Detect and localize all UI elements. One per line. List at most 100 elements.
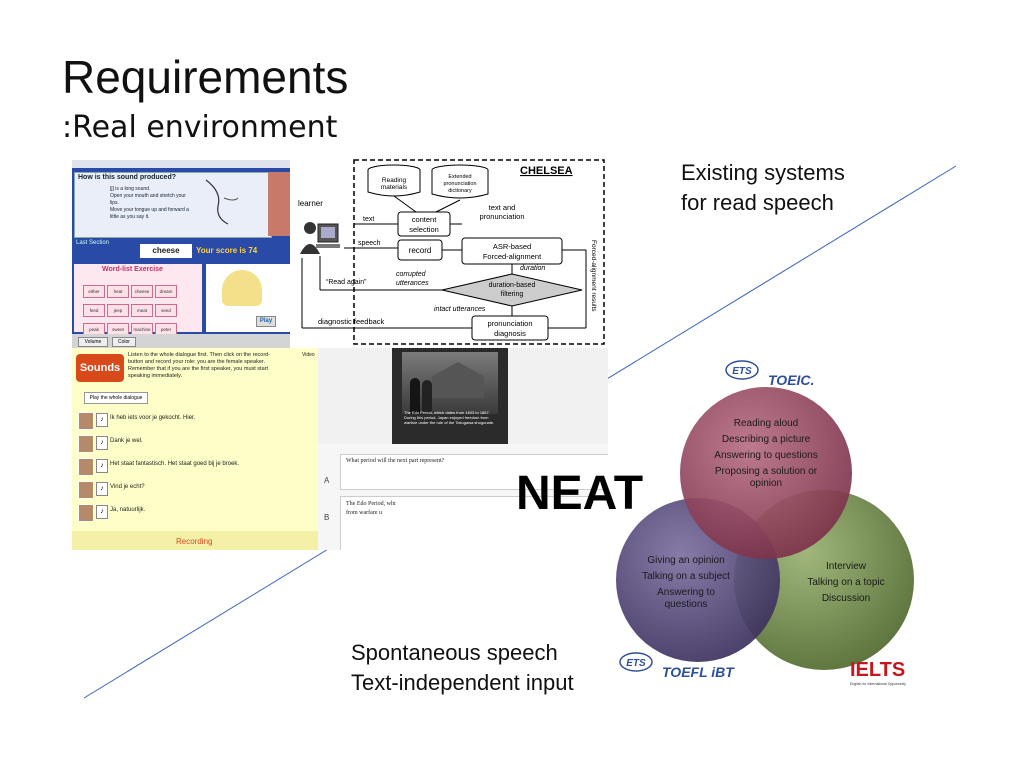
- speaker-avatar: [78, 481, 94, 499]
- answer-b-line-1: The Edo Period, whi: [346, 501, 396, 507]
- instruction-1: [j] is a long sound.: [110, 186, 151, 192]
- toeic-skill-3: Answering to questions: [714, 450, 817, 461]
- recording-status: Recording: [176, 537, 213, 546]
- instructions: [j] is a long sound. Open your mouth and…: [110, 186, 192, 221]
- word-cell[interactable]: seed: [155, 304, 177, 317]
- color-button[interactable]: Color: [112, 337, 136, 347]
- speaker-audio-icon[interactable]: ♪: [96, 413, 108, 427]
- dialogue-lines: ♪Ik heb iets voor je gekocht. Hier.♪Dank…: [78, 410, 308, 525]
- dialogue-line[interactable]: ♪Het staat fantastisch. Het staat goed b…: [78, 456, 308, 478]
- dialogue-text: Ik heb iets voor je gekocht. Hier.: [110, 415, 196, 421]
- read-again-label: “Read again”: [326, 279, 367, 286]
- corrupted-line-1: corrupted: [396, 271, 427, 278]
- speaker-avatar: [78, 412, 94, 430]
- speaker-audio-icon[interactable]: ♪: [96, 482, 108, 496]
- play-button[interactable]: Play: [256, 316, 276, 327]
- spontaneous-line-1: Spontaneous speech: [351, 640, 558, 665]
- dialogue-line[interactable]: ♪Ik heb iets voor je gekocht. Hier.: [78, 410, 308, 432]
- dialogue-line[interactable]: ♪Vind je echt?: [78, 479, 308, 501]
- word-cell[interactable]: jeep: [107, 304, 129, 317]
- dialogue-line[interactable]: ♪Ja, natuurlijk.: [78, 502, 308, 524]
- duration-label: duration: [520, 265, 545, 272]
- filtering-line-2: filtering: [501, 291, 524, 298]
- option-b-label[interactable]: B: [324, 513, 330, 522]
- toefl-skill-4: questions: [665, 599, 708, 610]
- test-venn-diagram: Reading aloud Describing a picture Answe…: [616, 360, 914, 686]
- chelsea-title: CHELSEA: [520, 165, 573, 177]
- score-text: Your score is 74: [196, 246, 258, 255]
- learner-computer-icon: [300, 222, 340, 254]
- chelsea-diagram: CHELSEA Reading materials Extended pronu…: [298, 159, 605, 345]
- neat-label: NEAT: [516, 467, 644, 520]
- reading-materials-line-1: Reading: [382, 177, 407, 184]
- dialogue-line[interactable]: ♪Dank je wel.: [78, 433, 308, 455]
- ielts-skill-1: Interview: [826, 561, 867, 572]
- answer-b-line-2: from warfare u: [346, 510, 382, 516]
- word-cell[interactable]: heat: [107, 285, 129, 298]
- text-pron-line-1: text and: [489, 203, 516, 212]
- dialogue-text: Dank je wel.: [110, 438, 143, 444]
- slide-title: Requirements: [62, 51, 349, 103]
- speaker-audio-icon[interactable]: ♪: [96, 459, 108, 473]
- toefl-wordmark: TOEFL iBT: [662, 664, 735, 680]
- speaker-audio-icon[interactable]: ♪: [96, 505, 108, 519]
- instruction-3: Move your tongue up and forward a little…: [110, 207, 189, 220]
- toeic-skill-5: opinion: [750, 478, 782, 489]
- instruction-2: Open your mouth and stretch your lips.: [110, 193, 186, 206]
- toeic-logo: ETS TOEIC.: [725, 360, 814, 388]
- word-cell[interactable]: cheese: [131, 285, 153, 298]
- corrupted-line-2: utterances: [396, 280, 429, 287]
- filtering-line-1: duration-based: [489, 282, 536, 289]
- dict-line-2: pronunciation: [443, 181, 476, 187]
- volume-button[interactable]: Volume: [78, 337, 108, 347]
- ielts-skill-2: Talking on a topic: [807, 577, 884, 588]
- lips-photo-icon: [268, 172, 290, 236]
- speaker-avatar: [78, 458, 94, 476]
- asr-line-2: Forced-alignment: [483, 252, 542, 261]
- chelsea-frame: [353, 159, 605, 345]
- option-b-answer: The Edo Period, whi from warfare u: [346, 500, 396, 518]
- slide-subtitle: :Real environment: [62, 110, 338, 145]
- ielts-logo: IELTS English for International Opportun…: [850, 659, 906, 686]
- ielts-wordmark: IELTS: [850, 659, 905, 681]
- content-selection-line-2: selection: [409, 225, 439, 234]
- dialogue-text: Ja, natuurlijk.: [110, 507, 146, 513]
- toeic-skill-2: Describing a picture: [722, 434, 811, 445]
- video-caption: The Edo Period, which dates from 1603 to…: [404, 410, 495, 425]
- speaker-audio-icon[interactable]: ♪: [96, 436, 108, 450]
- sounds-logo: Sounds: [76, 354, 124, 382]
- question-text: How is this sound produced?: [78, 174, 176, 181]
- word-cell[interactable]: meat: [131, 304, 153, 317]
- dict-line-3: dictionary: [448, 188, 472, 194]
- diagnostic-feedback-label: diagnostic feedback: [318, 317, 385, 326]
- speaker-avatar: [78, 504, 94, 522]
- video-frame: The Edo Period, which dates from 1603 to…: [392, 348, 508, 444]
- content-selection-line-1: content: [412, 215, 438, 224]
- learner-label: learner: [298, 199, 323, 208]
- sounds-dialogue-screenshot: Sounds Listen to the whole dialogue firs…: [72, 348, 318, 550]
- mouth-profile-icon: [205, 179, 239, 225]
- option-a-label[interactable]: A: [324, 476, 330, 485]
- word-cell[interactable]: dream: [155, 285, 177, 298]
- toefl-skill-1: Giving an opinion: [647, 555, 724, 566]
- last-section-label[interactable]: Last Section: [76, 240, 110, 246]
- cheese-picture-icon: [222, 270, 262, 306]
- dialog-instructions: Listen to the whole dialogue first. Then…: [128, 352, 271, 379]
- ielts-skill-3: Discussion: [822, 593, 870, 604]
- spontaneous-speech-label: Spontaneous speech Text-independent inpu…: [351, 638, 574, 698]
- toeic-skill-1: Reading aloud: [734, 418, 799, 429]
- toeic-wordmark: TOEIC.: [768, 372, 814, 388]
- dialogue-text: Vind je echt?: [110, 484, 145, 490]
- toeic-skill-4: Proposing a solution or: [715, 466, 818, 477]
- word-cell[interactable]: either: [83, 285, 105, 298]
- fa-results-label: Forced-alignment results: [590, 240, 597, 312]
- speech-label: speech: [358, 240, 381, 247]
- toefl-skill-3: Answering to: [657, 587, 715, 598]
- current-word: cheese: [140, 244, 192, 258]
- word-cell[interactable]: feed: [83, 304, 105, 317]
- toeic-circle: [680, 387, 852, 559]
- reading-materials-db-icon: Reading materials: [367, 164, 421, 197]
- existing-systems-label: Existing systems for read speech: [681, 158, 845, 218]
- play-dialogue-button[interactable]: Play the whole dialogue: [84, 392, 148, 404]
